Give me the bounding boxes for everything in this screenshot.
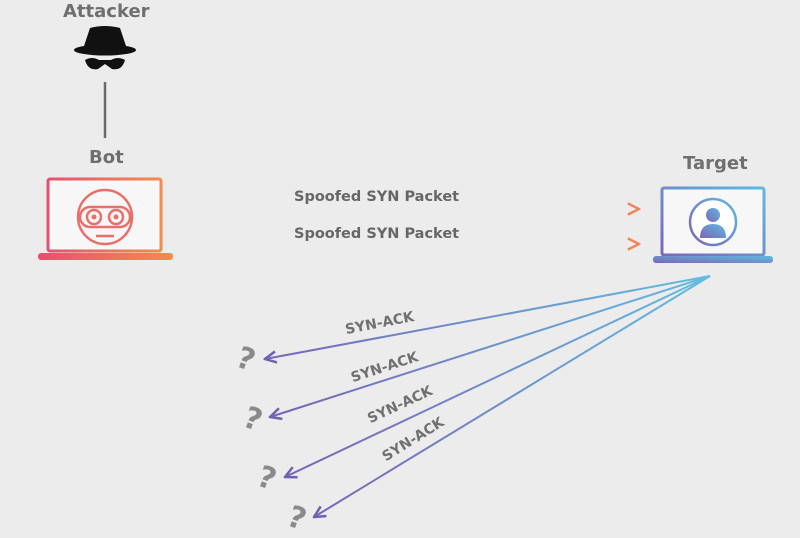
packet-label-2: Spoofed SYN Packet: [294, 226, 460, 242]
robot-face-icon: [76, 188, 134, 246]
user-icon: [688, 197, 738, 247]
packet-label-1: Spoofed SYN Packet: [294, 189, 460, 205]
bot-label: Bot: [89, 147, 124, 168]
bot-laptop: [38, 177, 173, 260]
target-label: Target: [683, 153, 748, 174]
syn-ack-arrow-1: [265, 275, 711, 359]
spy-hat-icon: [74, 26, 136, 70]
syn-ack-arrow-3: [285, 275, 711, 477]
attacker-label: Attacker: [63, 1, 150, 22]
syn-ack-arrow-2: [270, 275, 711, 417]
syn-ack-arrow-4: [314, 275, 711, 517]
